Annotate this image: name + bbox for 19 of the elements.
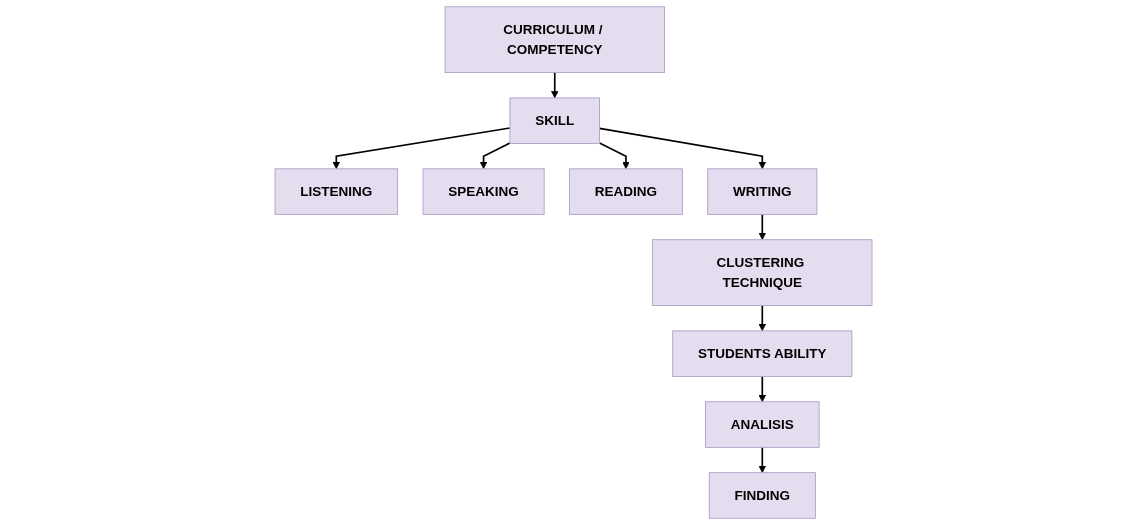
node-box: ANALISIS <box>705 401 820 448</box>
arrow <box>479 142 511 170</box>
node-box: READING <box>569 168 683 215</box>
arrow <box>758 375 766 403</box>
node-box: FINDING <box>708 472 816 519</box>
arrow <box>551 71 559 99</box>
node-box: SKILL <box>509 97 600 144</box>
node-box: CLUSTERING TECHNIQUE <box>652 239 873 306</box>
arrow <box>598 127 766 170</box>
arrow <box>598 142 630 170</box>
arrow <box>758 304 766 332</box>
node-box: CURRICULUM / COMPETENCY <box>444 6 665 73</box>
node-box: WRITING <box>707 168 818 215</box>
node-box: LISTENING <box>274 168 399 215</box>
arrow <box>758 213 766 241</box>
arrow <box>332 127 511 170</box>
arrow <box>758 446 766 473</box>
node-box: SPEAKING <box>422 168 545 215</box>
node-box: STUDENTS ABILITY <box>672 330 853 377</box>
